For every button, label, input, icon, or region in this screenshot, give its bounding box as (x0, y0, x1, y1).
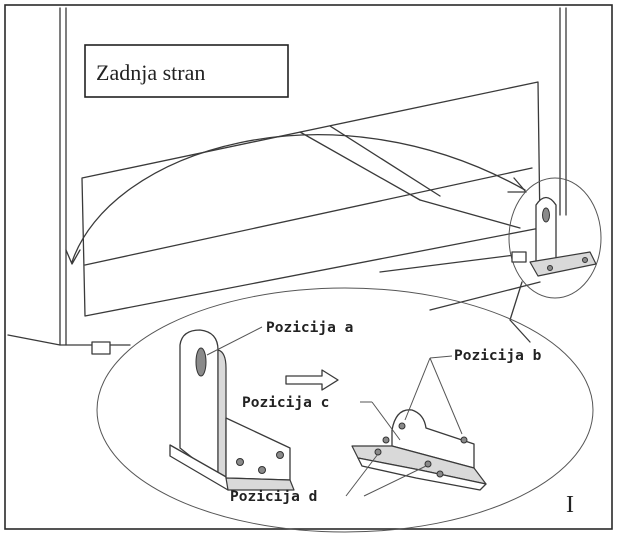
figure-frame (4, 4, 613, 530)
detail-ellipse (96, 287, 594, 533)
label-leaders (206, 326, 463, 497)
right-arrow-icon (285, 369, 339, 391)
bracket-position-b (351, 409, 487, 491)
position-c-label: Pozicija c (242, 395, 329, 411)
position-a-label: Pozicija a (266, 320, 353, 336)
leader-line (509, 281, 531, 343)
bracket-position-a (169, 329, 295, 491)
header-box: Zadnja stran (84, 44, 289, 98)
position-d-label: Pozicija d (230, 489, 317, 505)
position-b-label: Pozicija b (454, 348, 542, 364)
figure-mark: I (566, 492, 574, 518)
appliance-cabinet (7, 7, 567, 355)
back-panel (81, 81, 541, 317)
left-foot (91, 341, 111, 355)
back-side-label: Zadnja stran (96, 60, 205, 85)
detail-circle-small (508, 177, 602, 299)
